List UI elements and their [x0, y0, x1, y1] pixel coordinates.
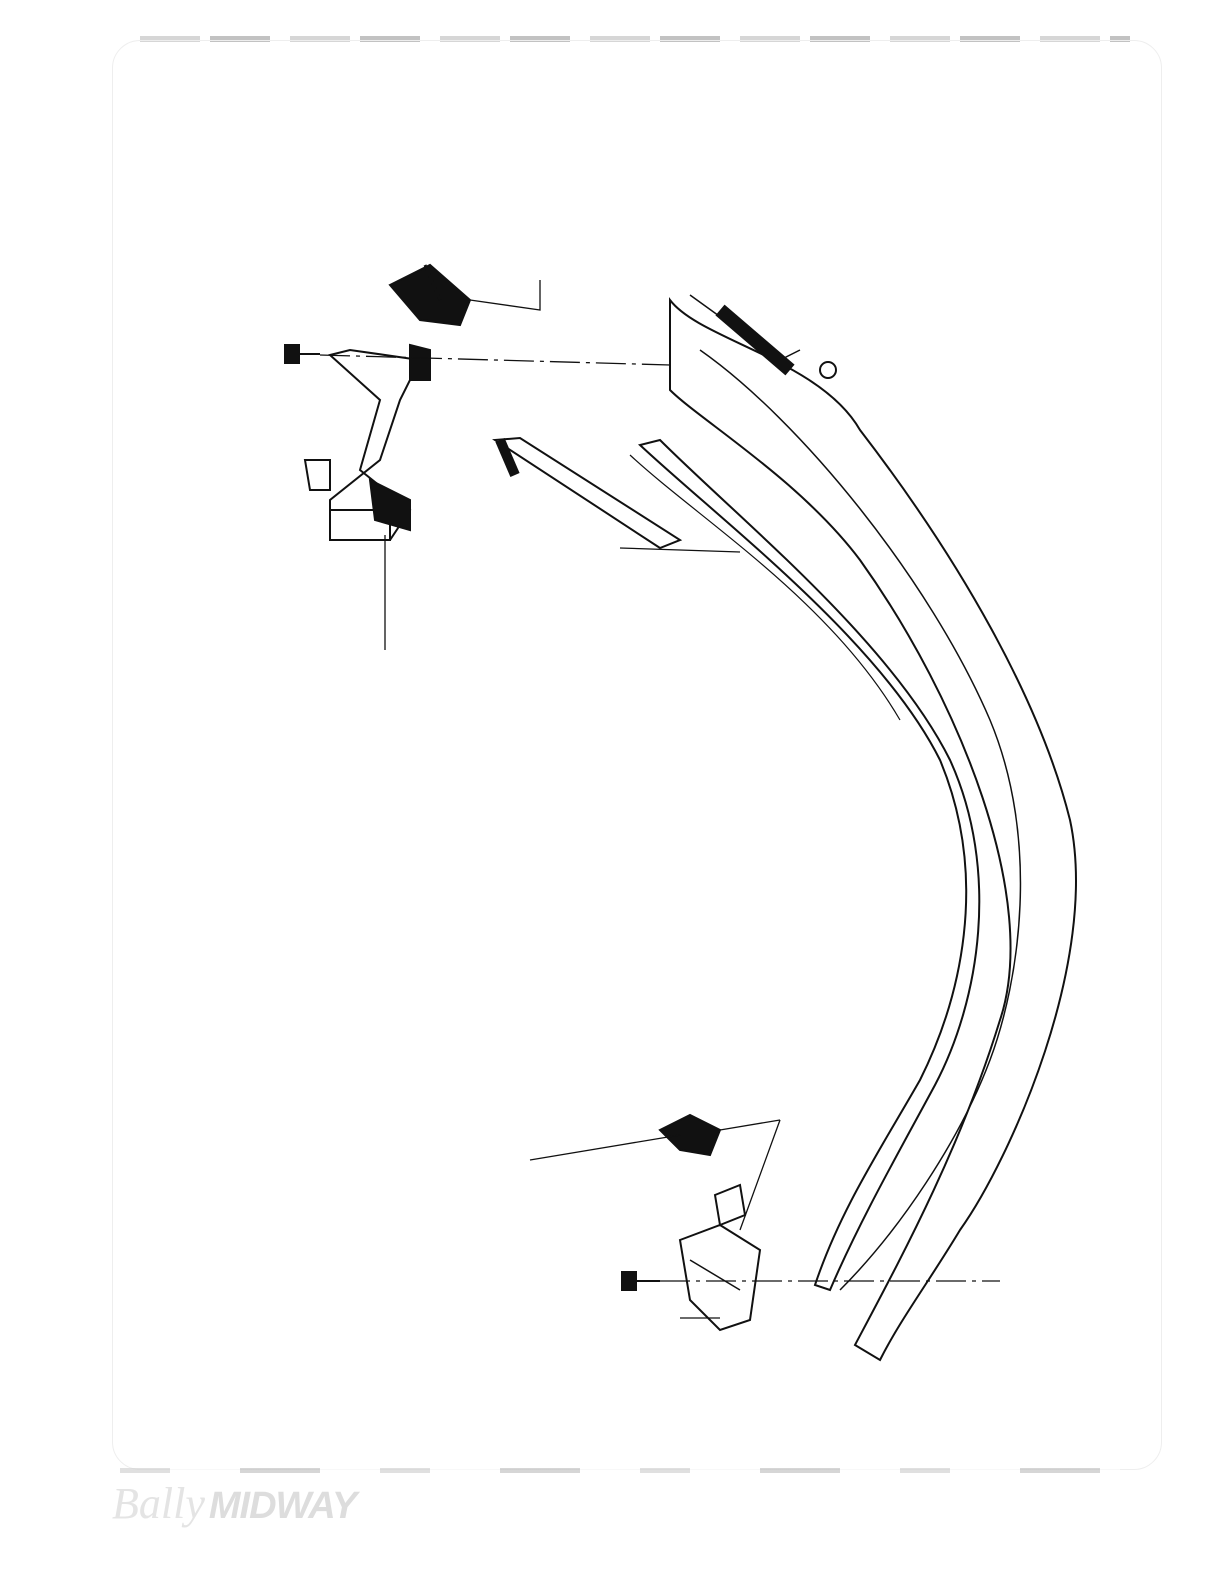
- inner-trim-strip: [492, 436, 683, 550]
- screw-icon: [621, 1271, 660, 1291]
- bally-midway-logo: Bally MIDWAY: [112, 1478, 357, 1538]
- upper-clip: [388, 263, 472, 327]
- lower-clip: [658, 1113, 722, 1157]
- leader-lines: [319, 280, 1000, 1319]
- nut-icon: [819, 361, 837, 379]
- upper-bracket: [303, 343, 431, 541]
- logo-brand: Bally: [112, 1479, 205, 1528]
- logo-name: MIDWAY: [208, 1485, 357, 1527]
- scan-border-top: [140, 36, 1130, 42]
- curved-trim-rail: [629, 294, 1077, 1362]
- scan-border-bottom: [120, 1468, 1120, 1473]
- screw-icon: [284, 344, 320, 364]
